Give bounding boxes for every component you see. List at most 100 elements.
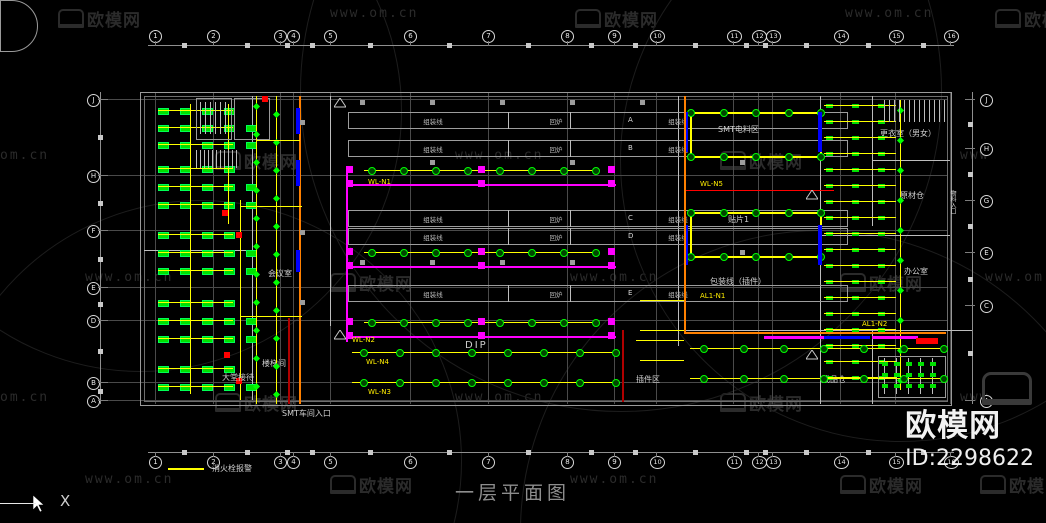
dim-square (360, 260, 365, 265)
conduit-yellow (352, 352, 620, 353)
assembly-cell: 回炉 (549, 118, 563, 126)
partition-wall (872, 330, 873, 404)
junction-box (608, 180, 615, 187)
luminaire-fixture (158, 268, 169, 275)
dim-square (98, 135, 103, 140)
grid-bubble-top-10: 10 (650, 30, 665, 43)
sofa-icon (982, 372, 1032, 405)
section-marker (806, 190, 818, 200)
conduit-branch (256, 140, 300, 141)
warehouse-luminaire (826, 136, 833, 140)
warehouse-luminaire (852, 360, 859, 364)
circuit-node (860, 345, 868, 353)
grid-ref-line (656, 92, 657, 404)
circuit-tag: WL-N1 (368, 178, 391, 186)
grid-ref-line (772, 92, 773, 404)
building-outline (140, 92, 952, 406)
assembly-line-row (348, 228, 848, 245)
grid-bubble-bottom-11: 11 (727, 456, 742, 469)
circuit-node (940, 345, 948, 353)
partition-wall (872, 96, 873, 226)
warehouse-luminaire (826, 328, 833, 332)
dim-square (98, 256, 103, 262)
grid-bubble-top-11: 11 (727, 30, 742, 43)
grid-bubble-bottom-7: 7 (482, 456, 495, 469)
junction-box (608, 332, 615, 339)
circuit-node (740, 345, 748, 353)
assembly-cell: 组装线 (423, 291, 443, 299)
warehouse-luminaire (826, 216, 833, 220)
luminaire-fixture (930, 384, 936, 388)
circuit-node (560, 249, 568, 257)
grid-bubble-bottom-9: 9 (608, 456, 621, 469)
grid-ref-line (280, 92, 281, 404)
circuit-node (860, 375, 868, 383)
warehouse-luminaire (826, 264, 833, 268)
model-id: ID:2298622 (905, 446, 1034, 471)
warehouse-luminaire (878, 344, 885, 348)
grid-bubble-bottom-10: 10 (650, 456, 665, 469)
junction-box (346, 332, 353, 339)
circuit-magenta-spine (346, 170, 348, 342)
dim-square (743, 450, 749, 455)
grid-bubble-bottom-14: 14 (834, 456, 849, 469)
stair-tread (894, 100, 895, 122)
stair-tread (914, 100, 915, 122)
warehouse-luminaire (826, 120, 833, 124)
circuit-node (528, 319, 536, 327)
conduit-run (158, 338, 233, 339)
conduit-run (158, 320, 233, 321)
alarm-loop (684, 190, 834, 191)
luminaire-fixture (158, 108, 169, 115)
grid-tick-left (98, 99, 108, 100)
conduit-run (158, 234, 233, 235)
luminaire-fixture (202, 184, 213, 191)
dim-square (430, 260, 435, 265)
row-divider (508, 210, 509, 227)
junction-box (346, 262, 353, 269)
grid-ref-line-h (108, 99, 948, 100)
dim-square (244, 450, 250, 455)
alarm-device (222, 210, 228, 216)
grid-bubble-bottom-3: 3 (274, 456, 287, 469)
room-label-smt-line: 贴片1 (728, 215, 750, 224)
circuit-node (468, 349, 476, 357)
stair-tread (200, 102, 201, 134)
circuit-node (400, 249, 408, 257)
conduit-run (158, 110, 233, 111)
dim-line-top (148, 45, 954, 46)
circuit-node (396, 379, 404, 387)
circuit-node (687, 209, 695, 217)
luminaire-fixture (224, 384, 235, 391)
room-label-smt-material: SMT电料区 (718, 125, 759, 134)
conduit-riser (240, 200, 241, 400)
grid-tick-bottom (772, 452, 773, 457)
junction-box (608, 262, 615, 269)
grid-ref-line (410, 92, 411, 404)
junction-box (608, 166, 615, 173)
grid-tick-top (656, 41, 657, 46)
circuit-node (432, 319, 440, 327)
stair-tread (939, 100, 940, 122)
assembly-line-row (348, 112, 848, 129)
room-label-dip-zone: 插件区 (636, 375, 660, 384)
conduit-branch (240, 206, 302, 207)
grid-ref-line-h (108, 175, 948, 176)
riser-blue (818, 225, 822, 265)
circuit-node (817, 153, 825, 161)
grid-tick-left (98, 230, 108, 231)
circuit-tag: WL-N2 (352, 336, 375, 344)
room-label-lobby: 大堂接待 (222, 373, 254, 382)
grid-ref-line (155, 92, 156, 404)
grid-tick-top (950, 41, 951, 46)
partition-wall (252, 96, 253, 400)
grid-tick-bottom (410, 452, 411, 457)
grid-ref-line (840, 92, 841, 404)
dim-square (968, 350, 973, 356)
grid-tick-bottom (950, 452, 951, 457)
stair-tread (216, 150, 217, 168)
dim-square (500, 260, 505, 265)
luminaire-fixture (158, 232, 169, 239)
grid-bubble-bottom-5: 5 (324, 456, 337, 469)
